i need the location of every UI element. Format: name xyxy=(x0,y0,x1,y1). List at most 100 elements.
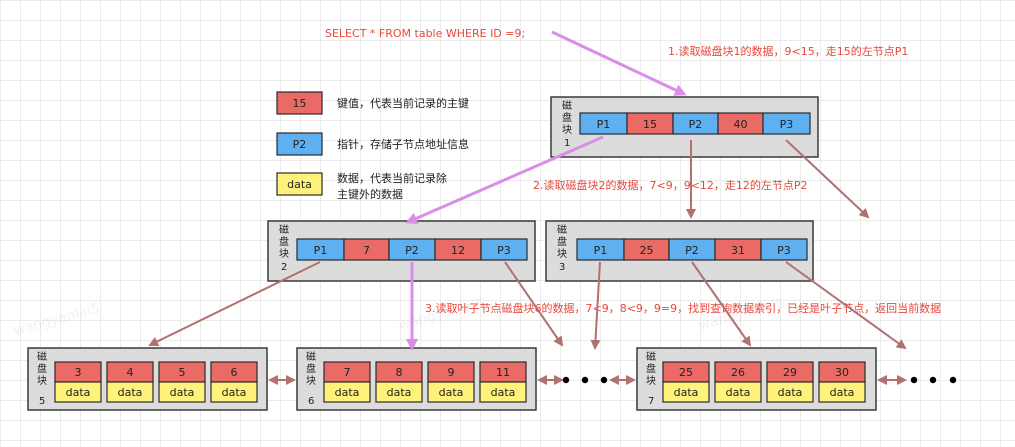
cell-text: data xyxy=(66,386,91,399)
cell-text: P1 xyxy=(597,118,611,131)
cell-text: data xyxy=(170,386,195,399)
step-2-text: 2.读取磁盘块2的数据，7<9，9<12，走12的左节点P2 xyxy=(533,178,808,192)
tree-edges xyxy=(148,139,907,350)
data-cell xyxy=(427,381,475,403)
search-arrow-block1-to-block2 xyxy=(405,135,604,224)
dot xyxy=(600,376,608,384)
block-label-char: 盘 xyxy=(646,362,656,375)
block-number: 6 xyxy=(308,396,314,407)
data-cell xyxy=(54,381,102,403)
legend-pointer-desc: 指针，存储子节点地址信息 xyxy=(337,137,469,151)
disk-block-6: 磁 盘 块 6 7 8 9 11 data data data data xyxy=(296,347,537,411)
data-cell xyxy=(714,381,762,403)
cell-text: data xyxy=(439,386,464,399)
block-label-char: 磁 xyxy=(646,350,656,363)
data-cell xyxy=(323,381,371,403)
pointer-cell xyxy=(760,238,808,261)
legend: 15 键值，代表当前记录的主键 P2 指针，存储子节点地址信息 data 数据，… xyxy=(276,91,469,201)
disk-block-5: 磁 盘 块 5 3 4 5 6 data data data data xyxy=(27,347,268,411)
cell-text: 12 xyxy=(451,244,465,257)
data-cell xyxy=(818,381,866,403)
watermark: wangyanlai5 xyxy=(12,300,102,338)
cell-text: 15 xyxy=(643,118,657,131)
cell-text: P1 xyxy=(314,244,328,257)
pointer-cell xyxy=(480,238,528,261)
block-label-char: 盘 xyxy=(37,362,47,375)
block-label-char: 磁 xyxy=(557,223,567,236)
block-label-char: 块 xyxy=(306,375,316,387)
cell-text: P2 xyxy=(685,244,699,257)
legend-key-desc: 键值，代表当前记录的主键 xyxy=(337,96,469,110)
block-label-char: 块 xyxy=(562,124,572,136)
block-number: 1 xyxy=(564,138,570,149)
cell-text: P3 xyxy=(777,244,791,257)
block-label-char: 块 xyxy=(557,248,567,260)
cell-text: data xyxy=(726,386,751,399)
search-path xyxy=(405,30,687,351)
cell-text: data xyxy=(222,386,247,399)
disk-block-2: 磁 盘 块 2 P1 7 P2 12 P3 xyxy=(267,220,536,282)
block-label-char: 磁 xyxy=(306,350,316,363)
block-number: 3 xyxy=(559,262,565,273)
cell-text: data xyxy=(830,386,855,399)
dot xyxy=(949,376,957,384)
cell-text: data xyxy=(387,386,412,399)
cell-text: 7 xyxy=(363,244,370,257)
search-arrow-query-to-block1 xyxy=(551,30,687,96)
cell-text: P3 xyxy=(497,244,511,257)
cell-text: 9 xyxy=(448,366,455,379)
data-cell xyxy=(766,381,814,403)
block-label-char: 块 xyxy=(646,375,656,387)
cell-text: 25 xyxy=(679,366,693,379)
data-cell xyxy=(106,381,154,403)
edge-block2-p3 xyxy=(504,261,564,347)
cell-text: 6 xyxy=(231,366,238,379)
legend-data-swatch xyxy=(276,172,323,196)
legend-key-sample: 15 xyxy=(293,97,307,110)
cell-text: data xyxy=(118,386,143,399)
cell-text: data xyxy=(778,386,803,399)
block-label-char: 块 xyxy=(37,375,47,387)
cell-text: 30 xyxy=(835,366,849,379)
block-label-char: 盘 xyxy=(306,362,316,375)
block-label-char: 盘 xyxy=(557,235,567,248)
legend-data-desc-line1: 数据，代表当前记录除 xyxy=(337,171,447,185)
cell-text: data xyxy=(674,386,699,399)
step-1-text: 1.读取磁盘块1的数据，9<15，走15的左节点P1 xyxy=(668,44,908,58)
step-3-text: 3.读取叶子节点磁盘块6的数据，7<9，8<9，9=9，找到查询数据索引，已经是… xyxy=(425,301,941,315)
data-cell xyxy=(210,381,258,403)
block-label-char: 盘 xyxy=(279,235,289,248)
ellipsis-dots xyxy=(562,376,957,384)
cell-text: 4 xyxy=(127,366,134,379)
cell-text: P2 xyxy=(405,244,419,257)
edge-block3-p2 xyxy=(691,261,752,347)
legend-key-swatch xyxy=(276,91,323,115)
edge-block1-p3 xyxy=(785,139,870,219)
cell-text: 8 xyxy=(396,366,403,379)
dot xyxy=(910,376,918,384)
cell-text: 11 xyxy=(496,366,510,379)
edge-block3-p3 xyxy=(785,261,907,350)
cell-text: 5 xyxy=(179,366,186,379)
cell-text: 29 xyxy=(783,366,797,379)
disk-block-3: 磁 盘 块 3 P1 25 P2 31 P3 xyxy=(545,220,814,282)
cell-text: 7 xyxy=(344,366,351,379)
pointer-cell xyxy=(762,112,811,135)
block-number: 2 xyxy=(281,262,287,273)
data-cell xyxy=(158,381,206,403)
legend-data-desc-line2: 主键外的数据 xyxy=(337,187,403,201)
data-cell xyxy=(662,381,710,403)
block-label-char: 盘 xyxy=(562,111,572,124)
disk-block-1: 磁 盘 块 1 P1 15 P2 40 P3 xyxy=(550,96,819,158)
block-label-char: 磁 xyxy=(279,223,289,236)
block-label-char: 块 xyxy=(279,248,289,260)
block-number: 5 xyxy=(39,396,45,407)
cell-text: P3 xyxy=(780,118,794,131)
cell-text: 25 xyxy=(640,244,654,257)
data-cell xyxy=(479,381,527,403)
cell-text: 26 xyxy=(731,366,745,379)
cell-text: 31 xyxy=(731,244,745,257)
data-cell xyxy=(375,381,423,403)
legend-pointer-swatch xyxy=(276,132,323,156)
